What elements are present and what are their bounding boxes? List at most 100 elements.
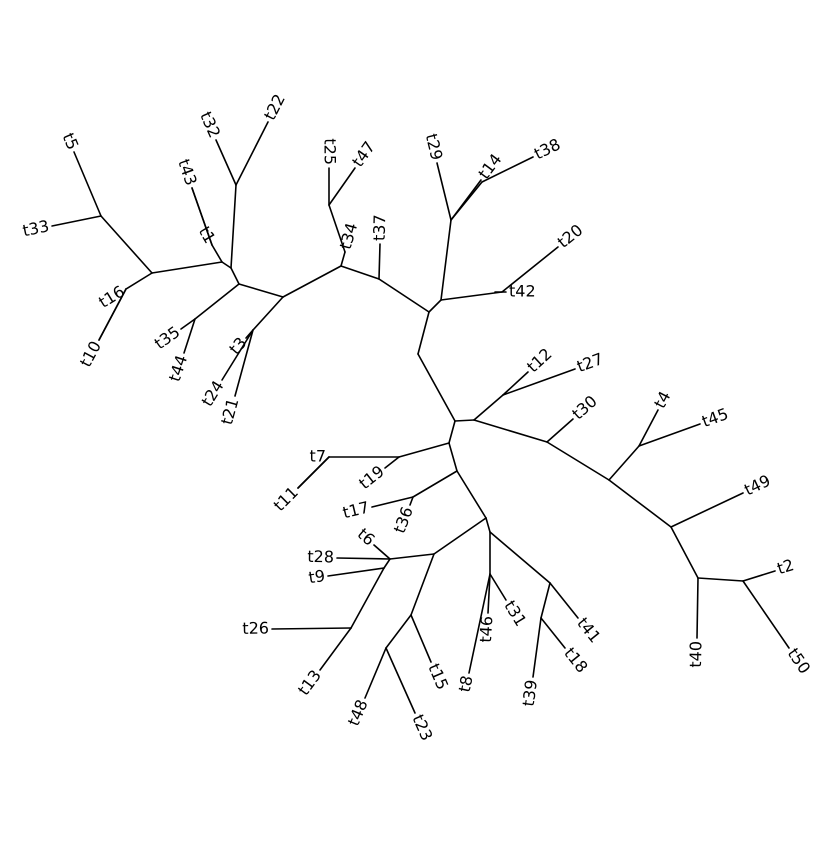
tip-label-t37: t37 [370,214,390,241]
internal-branch [454,419,475,422]
tip-branch-t50 [742,580,790,649]
tip-label-t19: t19 [355,462,388,493]
tip-label-t2: t2 [775,555,796,578]
tip-branch-t33 [51,215,102,227]
tip-branch-t32 [215,139,237,186]
tip-label-t32: t32 [196,109,224,141]
internal-branch [440,291,503,301]
internal-branch [412,470,458,498]
internal-branch [448,442,458,472]
tip-label-t13: t13 [294,666,325,699]
internal-branch [378,278,430,313]
tip-label-t7: t7 [310,447,326,466]
internal-branch [697,577,744,582]
tip-label-t15: t15 [424,661,452,693]
tip-branch-t38 [481,156,534,183]
internal-branch [473,394,504,421]
internal-branch [389,553,435,560]
tip-branch-t39 [532,617,542,678]
tip-branch-t22 [235,121,269,186]
internal-branch [350,567,385,629]
tip-branch-t45 [638,423,701,447]
internal-branch [230,267,240,285]
tip-label-t31: t31 [500,597,530,630]
tip-branch-t9 [327,567,385,577]
internal-branch [546,441,610,481]
tip-branch-t29 [436,162,452,221]
tip-label-t9: t9 [307,566,326,587]
tip-label-t26: t26 [242,619,269,638]
internal-branch [194,283,240,320]
internal-branch [608,479,672,528]
tip-label-t40: t40 [686,641,705,668]
tip-branch-t14 [450,179,482,221]
tip-label-t35: t35 [151,322,184,353]
internal-branch [410,553,435,616]
tip-branch-t28 [336,557,391,560]
internal-branch [398,442,450,458]
internal-branch [433,517,487,555]
tip-branch-t24 [221,329,254,381]
tip-branch-t6 [373,544,391,560]
tip-branch-t43 [191,187,213,246]
internal-branch [417,353,456,422]
tip-label-t46: t46 [476,615,496,643]
tip-branch-t41 [549,582,579,619]
tip-label-t22: t22 [260,91,289,123]
tip-label-t47: t47 [348,138,379,171]
tip-branch-t30 [546,418,574,443]
tip-branch-t21 [234,329,254,397]
tip-branch-t35 [180,318,196,330]
tip-branch-t40 [696,577,699,639]
tip-branch-t34 [340,251,346,267]
tree-branches [51,121,790,714]
tip-branch-t36 [409,496,414,506]
tip-label-t44: t44 [165,353,191,384]
tip-labels: t1t2t3t4t5t6t7t8t9t10t11t12t13t14t15t16t… [21,91,815,744]
tip-branch-t46 [487,573,491,614]
tip-branch-t20 [501,246,559,293]
tip-label-t10: t10 [76,338,105,370]
internal-branch [282,265,342,298]
tip-label-t1: t1 [195,223,220,247]
tip-label-t43: t43 [174,157,201,188]
tip-branch-t5 [73,151,102,217]
internal-branch [417,311,430,355]
internal-branch [230,184,237,269]
tip-label-t21: t21 [217,396,242,427]
internal-branch [456,470,487,519]
internal-branch [608,445,640,481]
tip-branch-t4 [638,409,659,447]
tip-branch-t2 [742,570,776,582]
tip-label-t16: t16 [95,282,128,312]
tip-label-t48: t48 [344,697,372,729]
tip-label-t23: t23 [408,711,436,743]
tip-label-t39: t39 [519,679,541,708]
tip-branch-t1 [211,244,223,263]
internal-branch [485,517,491,533]
tip-branch-t27 [502,368,576,396]
tip-label-t49: t49 [741,471,773,500]
internal-branch [385,614,412,649]
tip-label-t50: t50 [784,645,815,678]
tip-label-t34: t34 [336,221,362,252]
internal-branch [473,419,548,443]
tip-branch-t13 [319,627,352,671]
tip-branch-t18 [540,617,566,649]
tip-branch-t8 [468,573,491,674]
tip-branch-t47 [328,167,356,206]
internal-branch [540,582,551,619]
tip-label-t11: t11 [270,483,302,515]
tip-label-t27: t27 [574,349,606,376]
internal-branch [100,215,153,274]
tip-branch-t11 [297,456,330,489]
internal-branch [328,204,346,253]
tip-branch-t26 [271,627,352,630]
tip-branch-t31 [489,573,507,601]
tip-label-t25: t25 [321,138,340,165]
internal-branch [151,261,223,274]
tip-label-t8: t8 [455,674,477,694]
internal-branch [340,265,380,280]
tip-label-t14: t14 [474,150,505,183]
